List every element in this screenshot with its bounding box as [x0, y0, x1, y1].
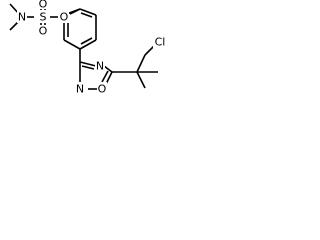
atom-sulfonyl-oxygen-top: O	[39, 0, 48, 11]
atom-ring-nitrogen-top: N	[96, 60, 104, 73]
molecule-diagram: N S O O O N N O Cl	[0, 0, 213, 111]
structure-drawing: N S O O O N N O Cl	[9, 0, 167, 96]
bond-c3-n-top-double	[81, 65, 95, 70]
atom-ring-nitrogen-bottom: N	[76, 83, 84, 96]
bond-ring-inner-1	[80, 12, 93, 18]
bond-ring-inner-2	[80, 37, 93, 45]
atom-sulfur: S	[40, 11, 47, 24]
bond-quaternary-ch2	[136, 54, 146, 73]
atom-ester-oxygen: O	[60, 11, 69, 24]
bond-ring-c	[79, 39, 97, 50]
bond-c5-o-ring-double	[101, 70, 109, 83]
atom-labels: N S O O O N N O Cl	[17, 0, 167, 96]
bond-c3-n-top	[79, 61, 97, 67]
atom-chlorine: Cl	[155, 36, 166, 49]
bond-ring-a	[79, 8, 97, 16]
atom-sulfonyl-oxygen-bottom: O	[39, 25, 48, 38]
bonds	[9, 3, 158, 90]
atom-n-dimethyl: N	[18, 11, 26, 24]
bond-quaternary-methyl-down	[136, 71, 146, 89]
bond-n-top-c5	[103, 65, 113, 73]
bond-ring-d	[63, 39, 81, 50]
atom-ring-oxygen: O	[98, 83, 107, 96]
